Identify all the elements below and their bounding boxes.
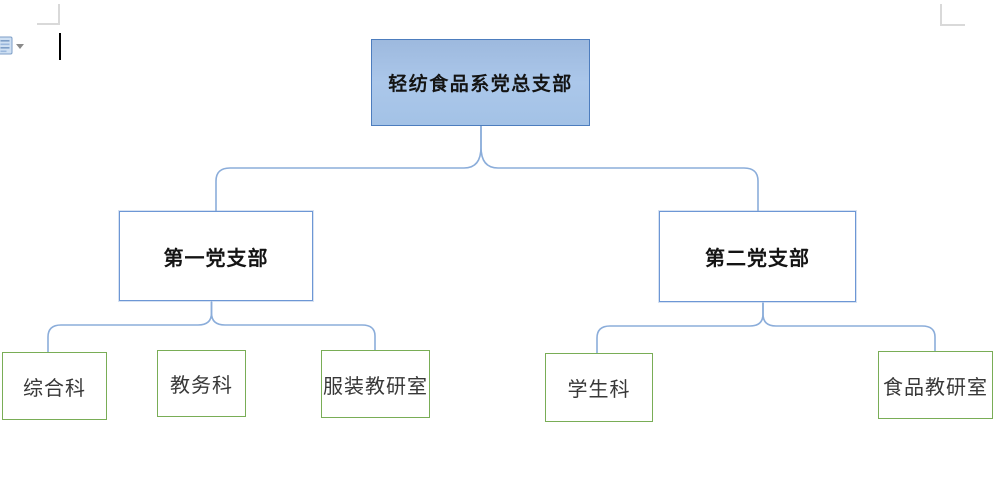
- org-node-leaf-jiaowu[interactable]: 教务科: [157, 350, 246, 417]
- connector-branch2-to-leaf4[interactable]: [762, 302, 936, 352]
- connector-branch1-to-leaf0[interactable]: [47, 301, 213, 353]
- org-node-leaf-zonghe[interactable]: 综合科: [2, 352, 107, 420]
- org-node-leaf-xuesheng[interactable]: 学生科: [545, 353, 653, 422]
- chevron-down-icon[interactable]: [16, 44, 24, 49]
- connector-root-to-branch1[interactable]: [215, 124, 482, 212]
- page-margin-mark-top-left: [37, 4, 60, 25]
- org-node-branch-2-label: 第二党支部: [705, 248, 810, 270]
- org-node-leaf-label: 综合科: [23, 377, 86, 400]
- connector-branch1-to-leaf2[interactable]: [210, 301, 376, 351]
- org-node-leaf-label: 服装教研室: [323, 375, 428, 398]
- org-node-branch-2[interactable]: 第二党支部: [659, 211, 856, 302]
- paste-options-button[interactable]: [0, 36, 25, 56]
- text-caret: [59, 33, 61, 60]
- org-node-leaf-label: 教务科: [170, 375, 233, 397]
- org-node-leaf-label: 食品教研室: [883, 376, 988, 399]
- connector-branch2-to-leaf3[interactable]: [596, 302, 764, 354]
- connector-root-to-branch2[interactable]: [480, 124, 759, 212]
- org-node-leaf-label: 学生科: [567, 379, 631, 401]
- paste-options-icon: [0, 36, 15, 61]
- org-node-leaf-fuzhuang[interactable]: 服装教研室: [321, 350, 430, 418]
- page-margin-mark-top-right: [940, 4, 965, 26]
- org-node-root[interactable]: 轻纺食品系党总支部: [371, 39, 590, 126]
- org-node-leaf-shipin[interactable]: 食品教研室: [878, 351, 993, 419]
- org-node-root-label: 轻纺食品系党总支部: [388, 74, 573, 95]
- org-node-branch-1[interactable]: 第一党支部: [119, 211, 313, 301]
- org-node-branch-1-label: 第一党支部: [163, 247, 269, 270]
